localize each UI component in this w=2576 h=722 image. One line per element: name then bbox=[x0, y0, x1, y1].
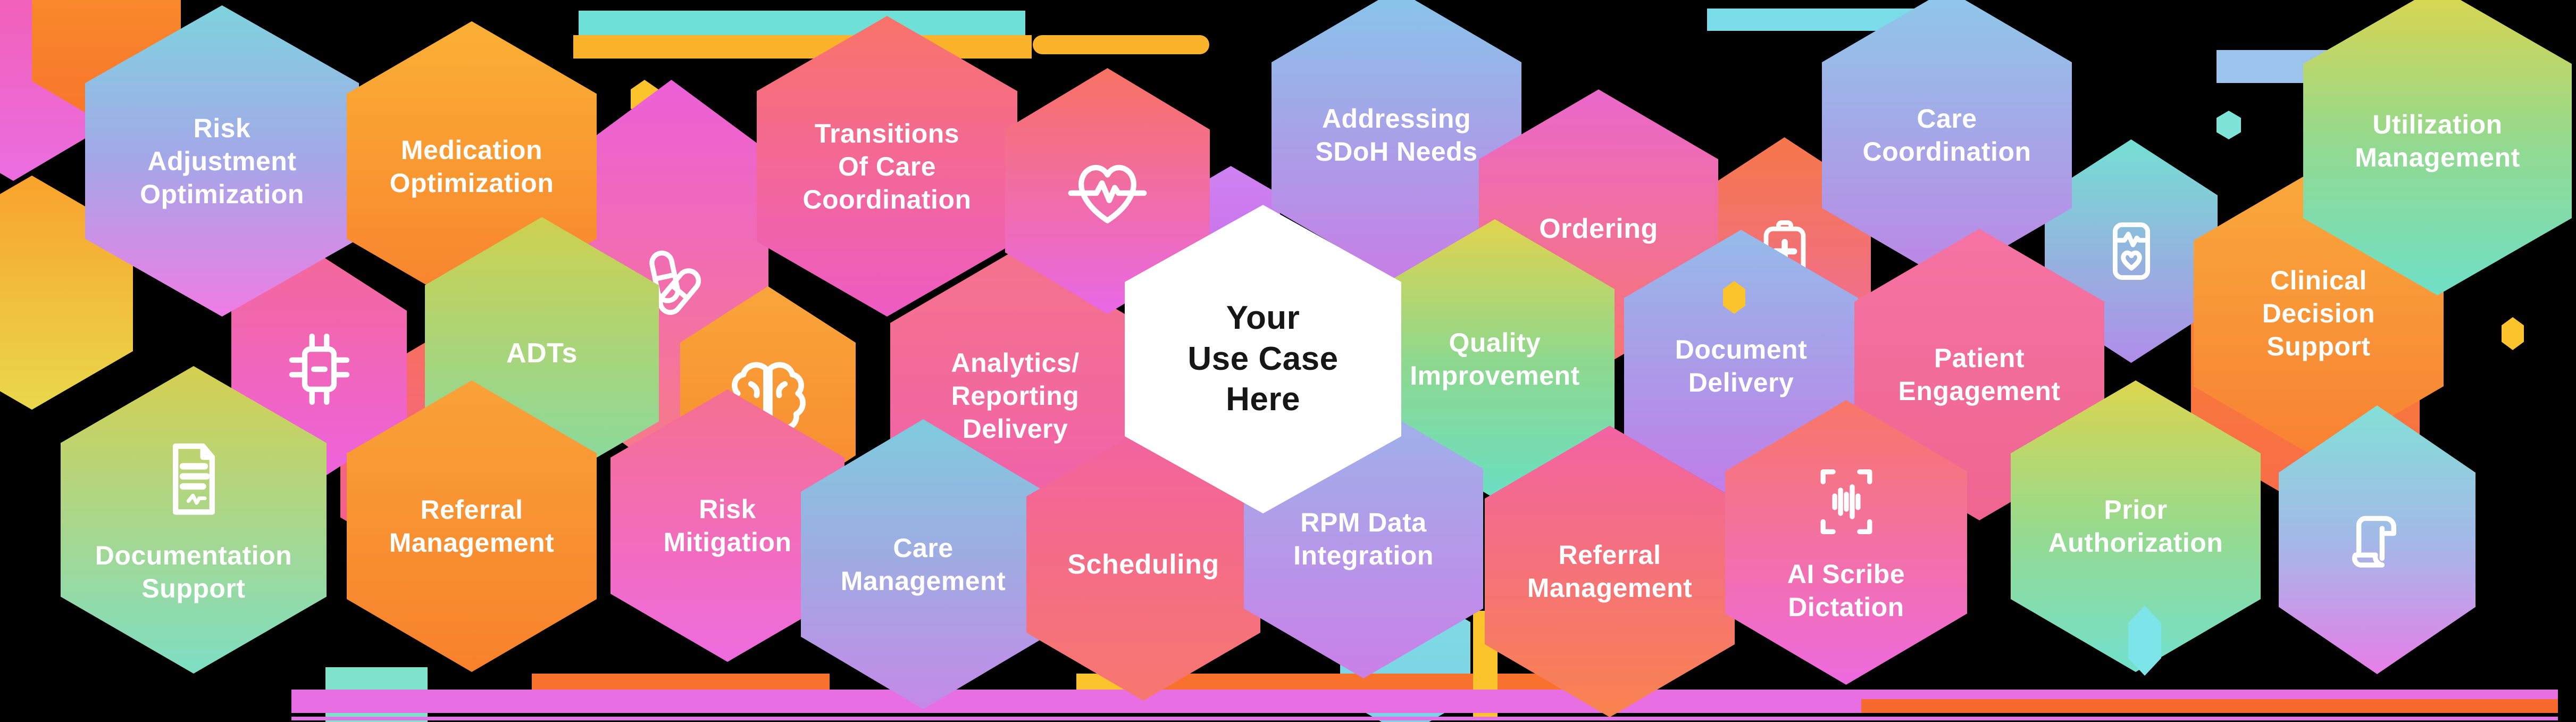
hex-utilization-management-label: Utilization Management bbox=[2355, 110, 2520, 172]
bg-bar-yellow-topright bbox=[1033, 35, 1209, 54]
pills-icon bbox=[632, 239, 712, 319]
bg-accent-teal bbox=[2217, 111, 2241, 139]
bg-line-violet-bottom bbox=[291, 717, 2558, 720]
hex-document-delivery-label: Document Delivery bbox=[1675, 335, 1808, 397]
hex-rpm-data-integration-label: RPM Data Integration bbox=[1293, 507, 1434, 570]
bg-accent-yellow-2 bbox=[2502, 317, 2524, 350]
hex-referral-management-2-label: Referral Management bbox=[1527, 540, 1693, 603]
hex-ai-scribe-dictation-label: AI Scribe Dictation bbox=[1787, 559, 1905, 622]
hex-your-use-case: Your Use Case Here bbox=[1125, 205, 1401, 513]
hex-your-use-case-label: Your Use Case Here bbox=[1187, 299, 1339, 418]
document-icon bbox=[150, 435, 238, 523]
hex-prior-authorization-label: Prior Authorization bbox=[2048, 495, 2223, 558]
hex-care-management-label: Care Management bbox=[840, 533, 1006, 596]
bg-strip-turquoise-top bbox=[579, 11, 1025, 36]
bg-strip-yellow-top bbox=[573, 35, 1032, 59]
scroll-icon bbox=[2337, 500, 2417, 580]
hex-referral-management-1-label: Referral Management bbox=[389, 495, 555, 558]
hex-patient-engagement-label: Patient Engagement bbox=[1898, 343, 2061, 406]
monitor-heart-icon bbox=[2094, 214, 2169, 288]
hex-scheduling-label: Scheduling bbox=[1067, 549, 1219, 580]
hex-transitions-of-care-coordination: Transitions Of Care Coordination bbox=[757, 16, 1017, 317]
hex-analytics-reporting-delivery-label: Analytics/ Reporting Delivery bbox=[951, 348, 1080, 444]
ai-scribe-icon bbox=[1806, 462, 1886, 542]
hex-transitions-of-care-coordination-label: Transitions Of Care Coordination bbox=[802, 118, 972, 214]
bg-strip-orange-bottom-3 bbox=[1861, 699, 2558, 713]
hex-risk-adjustment-optimization-label: Risk Adjustment Optimization bbox=[140, 113, 304, 209]
heart-pulse-icon bbox=[1064, 147, 1151, 235]
hex-ordering-label: Ordering bbox=[1539, 213, 1658, 245]
hex-adts-label: ADTs bbox=[506, 337, 578, 369]
hex-quality-improvement-label: Quality Improvement bbox=[1410, 327, 1580, 391]
hex-clinical-decision-support-label: Clinical Decision Support bbox=[2262, 265, 2376, 361]
hex-documentation-support-label: Documentation Support bbox=[95, 540, 292, 603]
hex-risk-mitigation-label: Risk Mitigation bbox=[663, 494, 792, 557]
hex-addressing-sdoh-needs-label: Addressing SDoH Needs bbox=[1315, 104, 1478, 167]
hex-care-coordination-label: Care Coordination bbox=[1862, 104, 2031, 167]
hex-medication-optimization-label: Medication Optimization bbox=[389, 135, 554, 198]
chip-icon bbox=[275, 323, 363, 411]
